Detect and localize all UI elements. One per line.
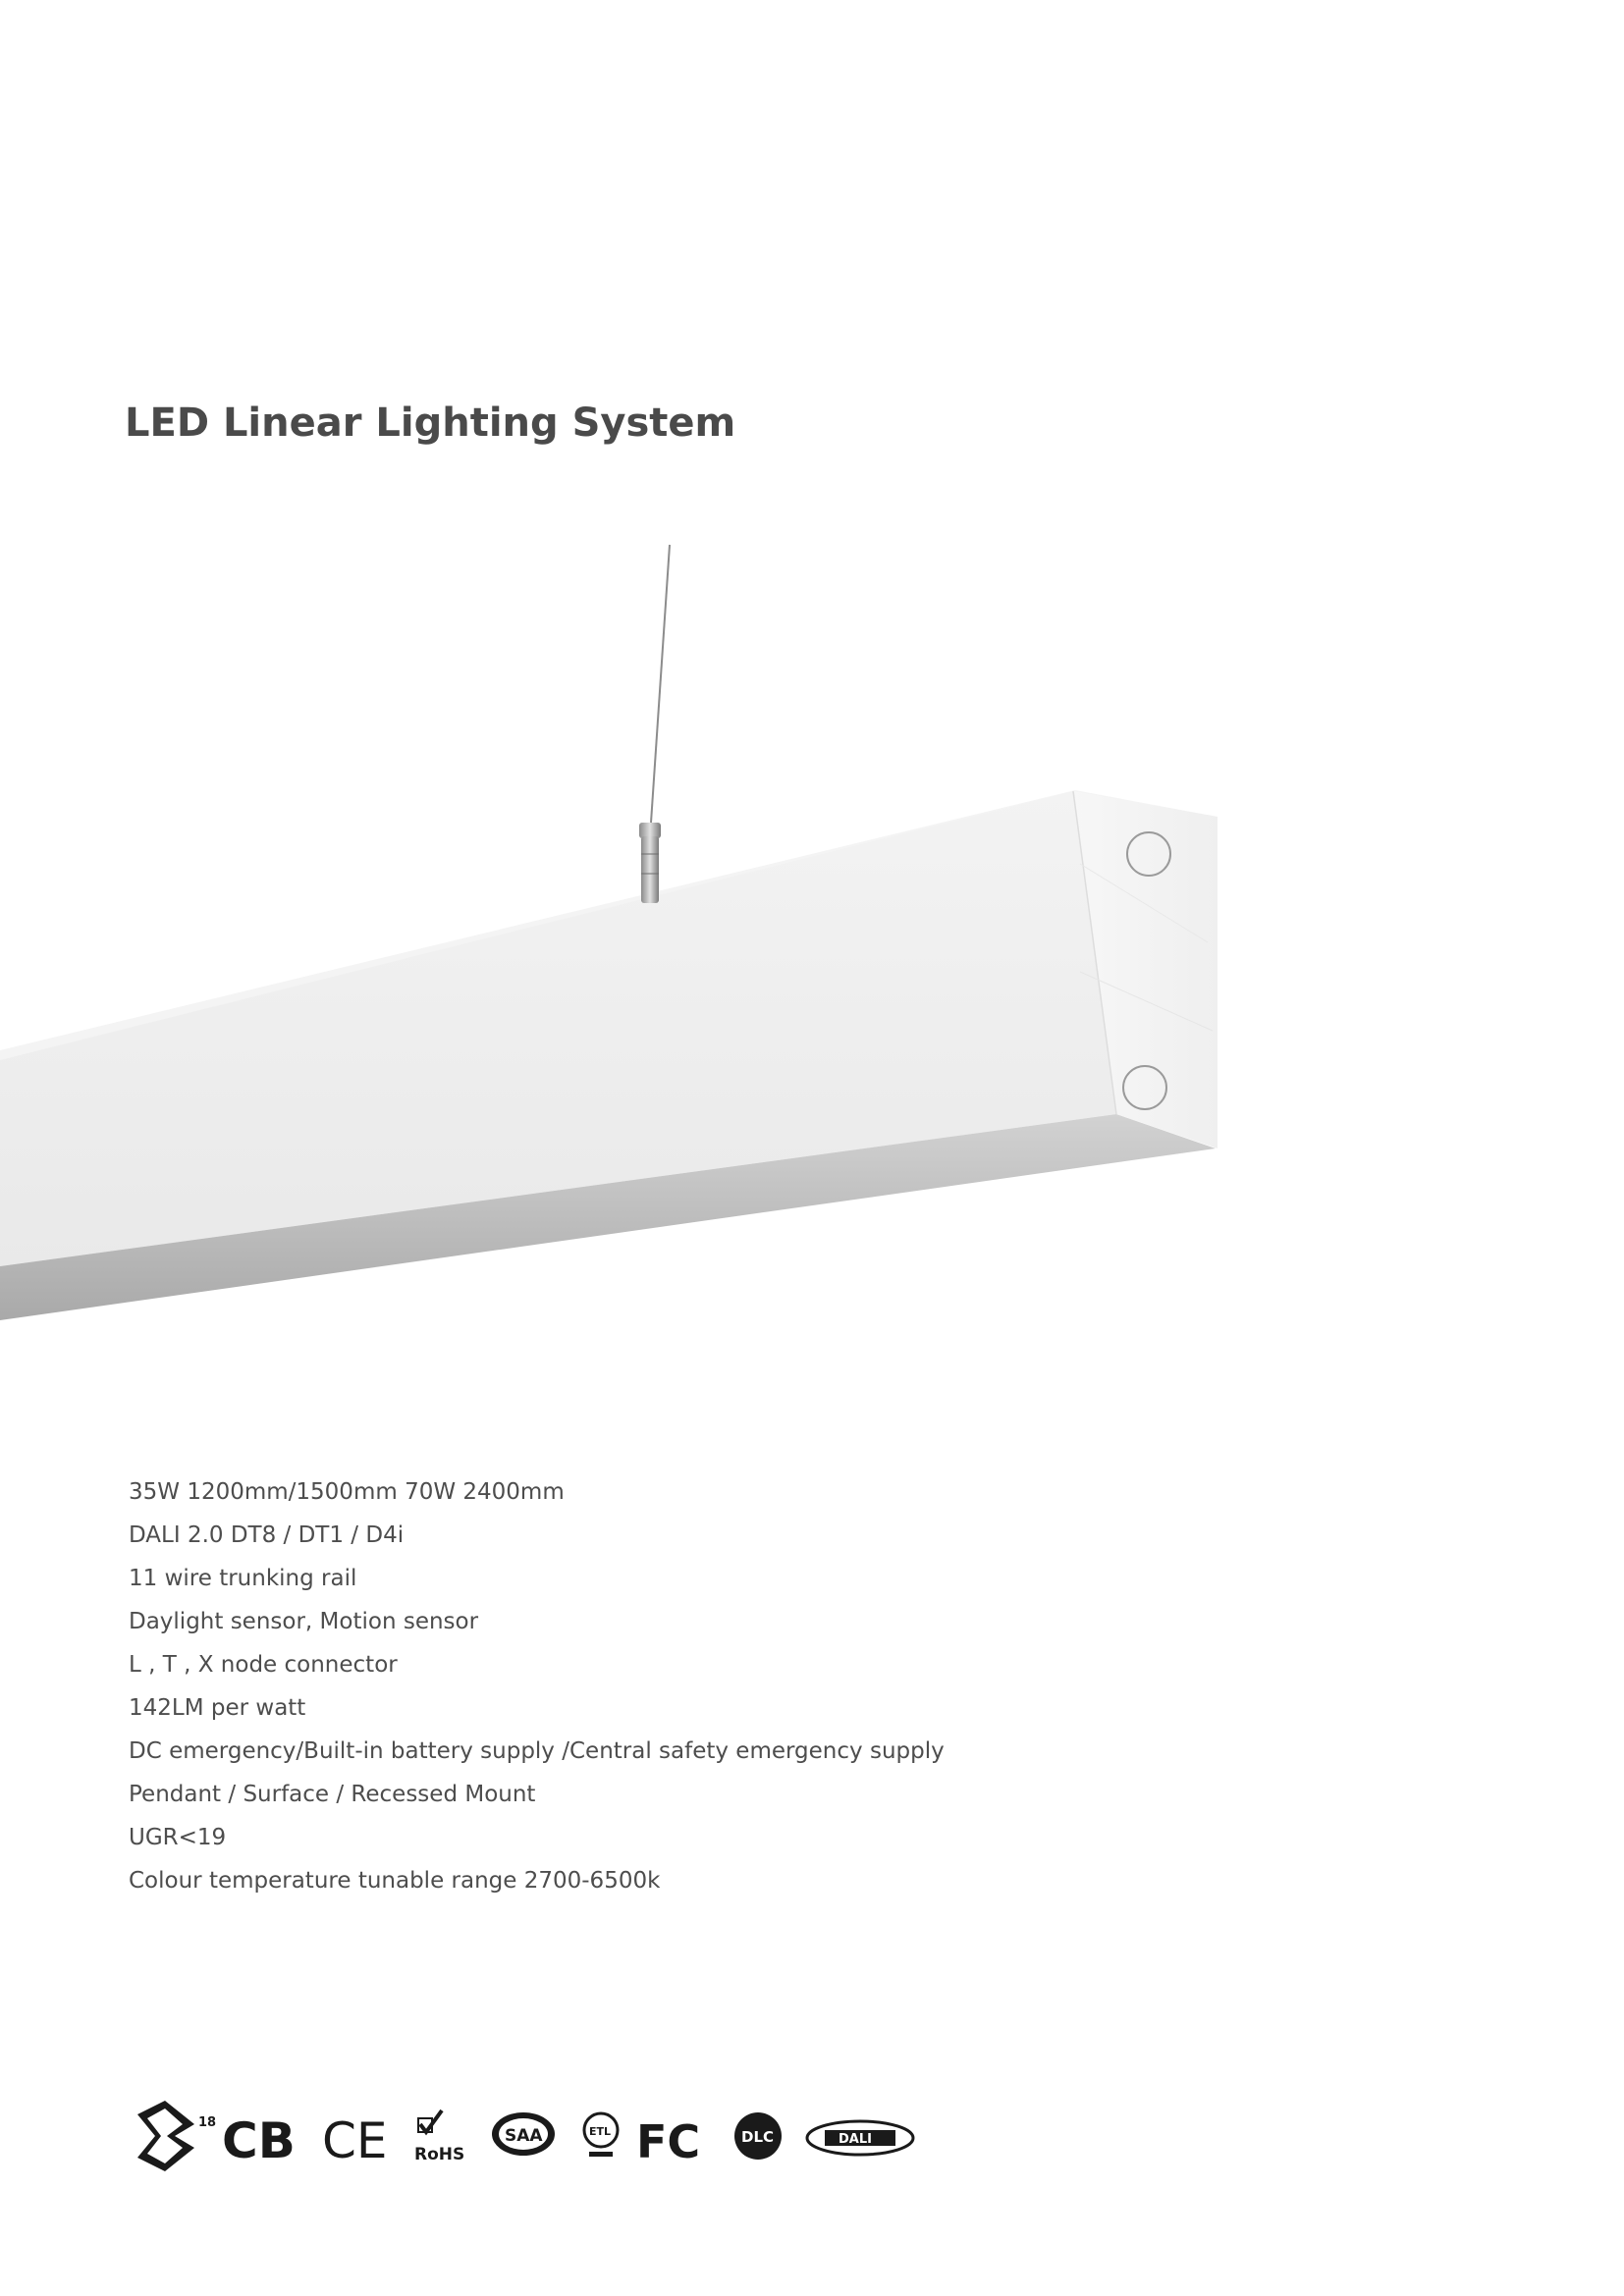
svg-text:18: 18 [198,2115,216,2130]
suspension-fitting [639,823,661,838]
spec-item: L , T , X node connector [129,1652,398,1678]
svg-text:SAA: SAA [505,2126,543,2146]
dali-logo-icon: DALI [805,2119,915,2157]
svg-text:DLC: DLC [741,2128,774,2146]
spec-item: Colour temperature tunable range 2700-65… [129,1868,661,1894]
enec-logo-icon: 18 [137,2101,216,2171]
spec-item: DALI 2.0 DT8 / DT1 / D4i [129,1522,405,1548]
spec-item: UGR<19 [129,1825,227,1850]
cb-logo-icon: CB [222,2112,296,2169]
certification-logos: 18 CB CE RoHS SAA ETL FC DLC DALI [137,2101,915,2171]
svg-text:ETL: ETL [589,2125,611,2138]
luminaire-diffuser [0,1114,1216,1320]
ce-logo-icon: CE [322,2112,388,2169]
svg-text:DALI: DALI [839,2132,872,2147]
fcc-logo-icon: FC [636,2115,700,2168]
etl-logo-icon: ETL [582,2111,620,2157]
end-cap-screw [1122,1065,1167,1110]
saa-logo-icon: SAA [492,2112,555,2156]
suspension-wire [650,544,671,824]
spec-item: 11 wire trunking rail [129,1566,357,1591]
dlc-logo-icon: DLC [734,2112,782,2160]
spec-item: DC emergency/Built-in battery supply /Ce… [129,1738,945,1764]
svg-text:RoHS: RoHS [414,2145,464,2164]
luminaire-front [0,791,1116,1266]
spec-item: 142LM per watt [129,1695,306,1721]
spec-item: Pendant / Surface / Recessed Mount [129,1782,536,1807]
rohs-logo-icon: RoHS [414,2109,464,2164]
spec-list: 35W 1200mm/1500mm 70W 2400mm DALI 2.0 DT… [129,1470,945,1902]
page-title: LED Linear Lighting System [125,400,736,446]
end-cap-screw [1126,831,1171,877]
product-image [0,544,1218,1320]
spec-item: 35W 1200mm/1500mm 70W 2400mm [129,1479,565,1505]
spec-item: Daylight sensor, Motion sensor [129,1609,479,1634]
